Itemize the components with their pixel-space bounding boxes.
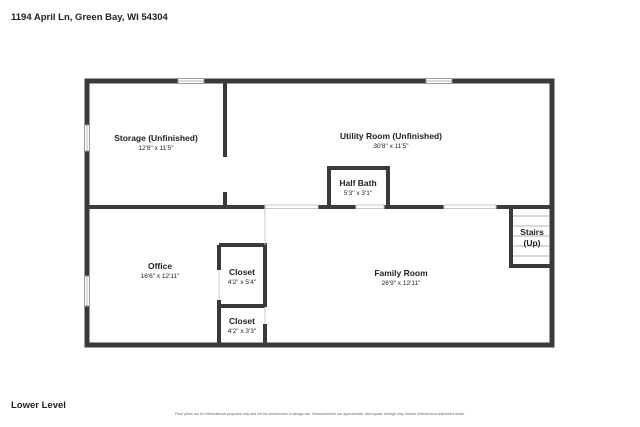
room-family-dims: 26'9" x 12'11" bbox=[382, 280, 421, 287]
room-halfbath-dims: 5'3" x 3'1" bbox=[344, 190, 373, 197]
interior-walls bbox=[89, 83, 550, 343]
room-office-name: Office bbox=[148, 261, 172, 271]
room-closet1-name: Closet bbox=[229, 267, 255, 277]
floor-level-label: Lower Level bbox=[11, 400, 66, 411]
room-storage-dims: 12'8" x 11'5" bbox=[138, 145, 174, 152]
room-closet2-dims: 4'2" x 3'3" bbox=[228, 328, 257, 335]
room-closet2-name: Closet bbox=[229, 316, 255, 326]
room-stairs-direction: (Up) bbox=[524, 238, 541, 248]
windows bbox=[84, 78, 453, 307]
room-storage-name: Storage (Unfinished) bbox=[114, 133, 198, 143]
property-address: 1194 April Ln, Green Bay, WI 54304 bbox=[11, 12, 168, 23]
disclaimer-text: Floor plans are for informational purpos… bbox=[175, 412, 465, 416]
room-halfbath-name: Half Bath bbox=[339, 178, 376, 188]
open-partitions bbox=[218, 204, 497, 324]
room-utility-dims: 30'8" x 11'5" bbox=[373, 143, 409, 150]
exterior-wall bbox=[84, 78, 555, 348]
room-stairs-name: Stairs bbox=[520, 227, 544, 237]
room-closet1-dims: 4'2" x 5'4" bbox=[228, 279, 257, 286]
room-utility-name: Utility Room (Unfinished) bbox=[340, 131, 442, 141]
stair-treads bbox=[513, 215, 549, 257]
room-office-dims: 16'6" x 12'11" bbox=[141, 273, 180, 280]
room-family-name: Family Room bbox=[374, 268, 428, 278]
